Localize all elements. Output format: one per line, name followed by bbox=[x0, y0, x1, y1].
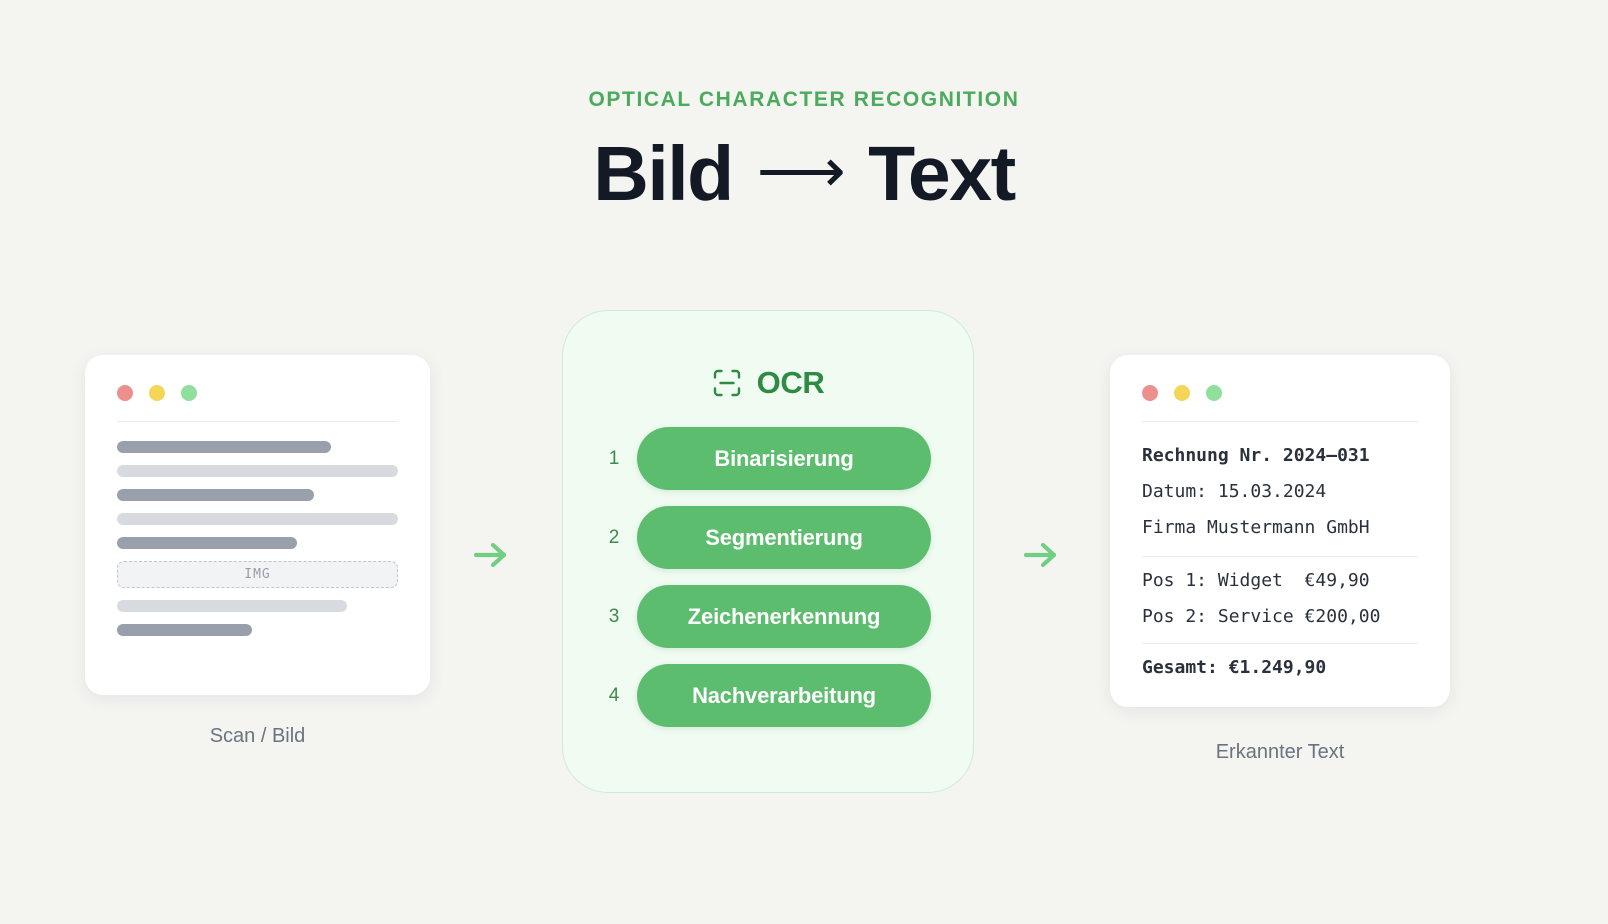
image-placeholder-label: IMG bbox=[244, 567, 271, 582]
window-dot-yellow-icon bbox=[1174, 385, 1190, 401]
scan-card: IMG bbox=[85, 355, 430, 695]
window-dots bbox=[117, 385, 398, 401]
ocr-step-number: 1 bbox=[608, 447, 620, 469]
scan-card-caption: Scan / Bild bbox=[209, 725, 306, 747]
output-column: Rechnung Nr. 2024–031 Datum: 15.03.2024 … bbox=[1110, 355, 1450, 764]
skeleton-line bbox=[117, 537, 297, 549]
invoice-item-line: Pos 2: Service €200,00 bbox=[1142, 606, 1381, 627]
invoice-date-line: Datum: 15.03.2024 bbox=[1142, 481, 1327, 502]
ocr-panel: OCR 1 Binarisierung 2 Segmentierung 3 Ze… bbox=[562, 310, 974, 793]
invoice-total-line: Gesamt: €1.249,90 bbox=[1142, 657, 1327, 678]
recognized-text-block: Rechnung Nr. 2024–031 Datum: 15.03.2024 … bbox=[1142, 438, 1418, 686]
ocr-panel-header: OCR bbox=[605, 365, 931, 401]
ocr-step-number: 4 bbox=[608, 684, 620, 706]
arrow-ocr-to-text-icon bbox=[1018, 532, 1064, 578]
ocr-step-number: 2 bbox=[608, 526, 620, 548]
skeleton-line bbox=[117, 465, 398, 477]
window-dots bbox=[1142, 385, 1418, 401]
ocr-step-pill-segmentierung[interactable]: Segmentierung bbox=[637, 506, 931, 569]
skeleton-line bbox=[117, 489, 314, 501]
skeleton-line bbox=[117, 441, 331, 453]
scan-column: IMG Scan / Bild bbox=[85, 355, 430, 748]
scan-skeleton-lines: IMG bbox=[117, 441, 398, 636]
ocr-panel-title: OCR bbox=[756, 365, 825, 400]
page-title: Bild ⟶ Text bbox=[0, 134, 1608, 215]
title-arrow-icon: ⟶ bbox=[756, 137, 846, 207]
window-dot-red-icon bbox=[1142, 385, 1158, 401]
ocr-step-number: 3 bbox=[608, 605, 620, 627]
skeleton-line bbox=[117, 600, 348, 612]
ocr-step: 3 Zeichenerkennung bbox=[605, 585, 931, 648]
ocr-step-list: 1 Binarisierung 2 Segmentierung 3 Zeiche… bbox=[605, 427, 931, 727]
page-header: OPTICAL CHARACTER RECOGNITION Bild ⟶ Tex… bbox=[0, 88, 1608, 215]
window-dot-green-icon bbox=[1206, 385, 1222, 401]
page-title-source: Bild bbox=[593, 131, 734, 217]
skeleton-line bbox=[117, 624, 252, 636]
ocr-step-pill-zeichenerkennung[interactable]: Zeichenerkennung bbox=[637, 585, 931, 648]
scan-card-divider bbox=[117, 421, 398, 422]
window-dot-red-icon bbox=[117, 385, 133, 401]
ocr-step-pill-binarisierung[interactable]: Binarisierung bbox=[637, 427, 931, 490]
pipeline-flow: IMG Scan / Bild bbox=[0, 310, 1608, 810]
output-card-caption: Erkannter Text bbox=[1215, 741, 1345, 763]
invoice-company-line: Firma Mustermann GmbH bbox=[1142, 517, 1370, 538]
window-dot-yellow-icon bbox=[149, 385, 165, 401]
ocr-step: 1 Binarisierung bbox=[605, 427, 931, 490]
image-placeholder: IMG bbox=[117, 561, 398, 588]
output-card: Rechnung Nr. 2024–031 Datum: 15.03.2024 … bbox=[1110, 355, 1450, 707]
ocr-step: 4 Nachverarbeitung bbox=[605, 664, 931, 727]
page-title-target: Text bbox=[868, 131, 1016, 217]
invoice-number-line: Rechnung Nr. 2024–031 bbox=[1142, 445, 1370, 466]
skeleton-line bbox=[117, 513, 398, 525]
ocr-step-pill-nachverarbeitung[interactable]: Nachverarbeitung bbox=[637, 664, 931, 727]
ocr-step: 2 Segmentierung bbox=[605, 506, 931, 569]
eyebrow-label: OPTICAL CHARACTER RECOGNITION bbox=[588, 88, 1020, 111]
window-dot-green-icon bbox=[181, 385, 197, 401]
invoice-item-line: Pos 1: Widget €49,90 bbox=[1142, 570, 1370, 591]
output-items-divider bbox=[1142, 556, 1418, 557]
scan-frame-icon bbox=[712, 368, 742, 398]
output-total-divider bbox=[1142, 643, 1418, 644]
arrow-scan-to-ocr-icon bbox=[468, 532, 514, 578]
output-card-divider bbox=[1142, 421, 1418, 422]
